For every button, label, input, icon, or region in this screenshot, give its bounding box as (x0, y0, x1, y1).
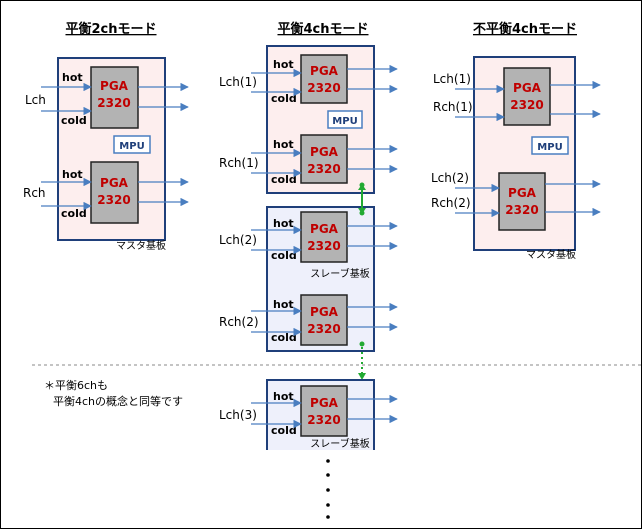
pga-chip: PGA 2320 (300, 211, 348, 263)
signal-arrows (251, 64, 398, 337)
slave-board-label: スレーブ基板 (310, 267, 369, 280)
svg-text:PGA: PGA (310, 64, 339, 78)
pin-cold-label: cold (271, 173, 297, 186)
pga-chip: PGA 2320 (300, 134, 348, 184)
svg-text:PGA: PGA (310, 396, 339, 410)
pin-cold-label: cold (271, 424, 297, 437)
mpu-block: MPU (531, 136, 569, 155)
channel-label-rch2: Rch(2) (431, 196, 471, 210)
pin-hot-label: hot (273, 298, 294, 311)
signal-arrows (455, 80, 601, 218)
crop-mask (261, 450, 381, 480)
pin-hot-label: hot (273, 58, 294, 71)
svg-text:2320: 2320 (510, 98, 543, 112)
mpu-block: MPU (113, 135, 151, 154)
pga-chip: PGA 2320 (503, 67, 551, 126)
svg-text:PGA: PGA (508, 186, 537, 200)
signal-arrows (251, 394, 398, 429)
svg-text:PGA: PGA (513, 81, 542, 95)
svg-text:PGA: PGA (310, 222, 339, 236)
pin-cold-label: cold (271, 249, 297, 262)
pga-chip: PGA 2320 (90, 66, 139, 129)
svg-text:2320: 2320 (97, 193, 130, 207)
pin-cold-label: cold (61, 207, 87, 220)
channel-label-rch1: Rch(1) (433, 100, 473, 114)
svg-text:PGA: PGA (310, 145, 339, 159)
svg-text:PGA: PGA (310, 305, 339, 319)
svg-text:2320: 2320 (307, 239, 340, 253)
channel-label-lch2: Lch(2) (219, 233, 257, 247)
channel-label-lch: Lch (25, 93, 46, 107)
svg-text:2320: 2320 (307, 413, 340, 427)
channel-label-lch1: Lch(1) (433, 72, 471, 86)
pga-chip: PGA 2320 (90, 161, 139, 224)
note-line-1: ＊平衡6chも (44, 379, 108, 392)
slave-board-label: スレーブ基板 (310, 437, 369, 450)
mpu-block: MPU (327, 110, 363, 129)
master-board-label: マスタ基板 (116, 239, 166, 252)
title-balanced-2ch: 平衡2chモード (65, 21, 156, 37)
pin-hot-label: hot (273, 390, 294, 403)
svg-text:2320: 2320 (505, 203, 538, 217)
board-link-dotted (358, 341, 366, 380)
channel-label-rch1: Rch(1) (219, 156, 259, 170)
pin-hot-label: hot (273, 138, 294, 151)
svg-text:MPU: MPU (332, 116, 357, 127)
title-balanced-4ch: 平衡4chモード (277, 21, 368, 37)
title-unbalanced-4ch: 不平衡4chモード (473, 21, 577, 37)
pin-cold-label: cold (61, 114, 87, 127)
signal-arrows (41, 82, 189, 211)
svg-text:2320: 2320 (307, 322, 340, 336)
channel-label-rch2: Rch(2) (219, 315, 259, 329)
pin-hot-label: hot (62, 71, 83, 84)
continuation-dots (326, 459, 330, 519)
pga-chip: PGA 2320 (498, 172, 546, 231)
pin-cold-label: cold (271, 331, 297, 344)
svg-text:PGA: PGA (100, 176, 129, 190)
pin-cold-label: cold (271, 92, 297, 105)
pga-chip: PGA 2320 (300, 54, 348, 104)
channel-label-lch2: Lch(2) (431, 171, 469, 185)
pin-hot-label: hot (62, 168, 83, 181)
svg-text:PGA: PGA (100, 79, 129, 93)
channel-label-lch1: Lch(1) (219, 75, 257, 89)
master-board-label: マスタ基板 (526, 248, 576, 261)
pin-hot-label: hot (273, 217, 294, 230)
pga-chip: PGA 2320 (300, 294, 348, 346)
svg-text:2320: 2320 (97, 96, 130, 110)
board-link-solid (358, 182, 366, 216)
pga-chip: PGA 2320 (300, 385, 348, 437)
channel-label-rch: Rch (23, 186, 46, 200)
svg-text:MPU: MPU (119, 141, 144, 152)
channel-label-lch3: Lch(3) (219, 408, 257, 422)
svg-text:2320: 2320 (307, 162, 340, 176)
note-line-2: 平衡4chの概念と同等です (53, 394, 183, 408)
svg-text:MPU: MPU (537, 142, 562, 153)
svg-text:2320: 2320 (307, 81, 340, 95)
